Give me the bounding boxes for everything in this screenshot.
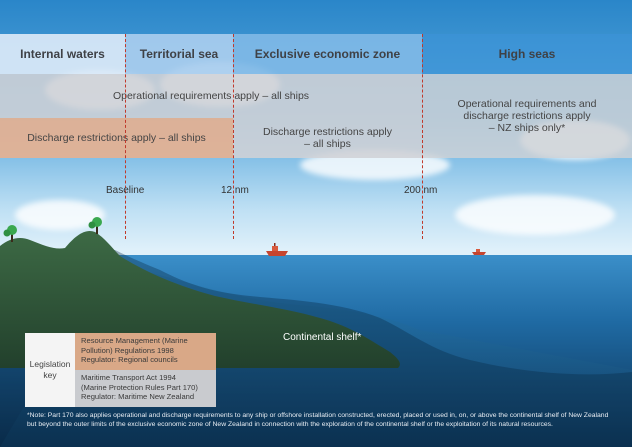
operational-requirements-all-ships: Operational requirements apply – all shi… — [0, 74, 422, 118]
discharge-restrictions-all-ships: Discharge restrictions apply – all ships — [0, 118, 233, 158]
baseline-boundary-line — [125, 34, 126, 239]
legislation-key-label: Legislation key — [25, 333, 75, 407]
tree-icon — [88, 217, 102, 234]
tree-icon — [3, 225, 17, 242]
high-seas-requirements: Operational requirements and discharge r… — [422, 74, 632, 158]
12nm-boundary-line — [233, 34, 234, 239]
cloud — [455, 195, 615, 235]
200nm-label: 200 nm — [404, 185, 438, 196]
12nm-label: 12 nm — [221, 185, 249, 196]
zone-internal-waters: Internal waters — [0, 34, 125, 74]
discharge-restrictions-eez: Discharge restrictions apply – all ships — [233, 118, 422, 158]
legend-maritime-transport: Maritime Transport Act 1994 (Marine Prot… — [75, 370, 216, 407]
legislation-legend: Legislation key Resource Management (Mar… — [25, 333, 216, 407]
ship-icon — [472, 249, 486, 255]
continental-shelf-label: Continental shelf* — [283, 332, 362, 343]
ship-icon — [266, 243, 288, 256]
zone-exclusive-economic-zone: Exclusive economic zone — [233, 34, 422, 74]
baseline-label: Baseline — [106, 185, 145, 196]
footnote: *Note: Part 170 also applies operational… — [27, 412, 609, 428]
200nm-boundary-line — [422, 34, 423, 239]
zone-territorial-sea: Territorial sea — [125, 34, 233, 74]
zone-high-seas: High seas — [422, 34, 632, 74]
legend-resource-management: Resource Management (Marine Pollution) R… — [75, 333, 216, 370]
